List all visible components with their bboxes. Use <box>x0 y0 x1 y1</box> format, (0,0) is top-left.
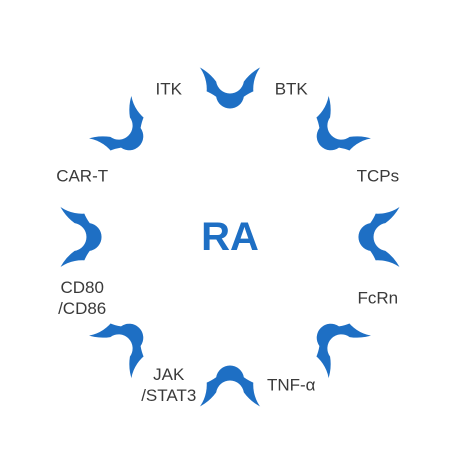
center-disc <box>102 109 358 365</box>
node-label: BTK <box>275 80 309 99</box>
node-1: BTK <box>253 51 330 128</box>
node-circle <box>339 137 416 214</box>
node-label: TNF-α <box>267 375 316 394</box>
center-label: RA <box>201 215 259 259</box>
node-2: TCPs <box>339 137 416 214</box>
node-label: CD80 <box>60 278 103 297</box>
node-circle <box>253 51 330 128</box>
node-circle <box>130 346 207 423</box>
node-3: FcRn <box>339 260 416 337</box>
node-label: JAK <box>153 365 185 384</box>
node-circle <box>44 260 121 337</box>
node-4: TNF-α <box>253 346 330 423</box>
node-circle <box>130 51 207 128</box>
node-label: /CD86 <box>58 299 106 318</box>
node-circle <box>253 346 330 423</box>
node-0: ITK <box>130 51 207 128</box>
node-label: /STAT3 <box>141 386 196 405</box>
node-6: CD80/CD86 <box>44 260 121 337</box>
node-5: JAK/STAT3 <box>130 346 207 423</box>
node-circle <box>339 260 416 337</box>
node-7: CAR-T <box>44 137 121 214</box>
node-label: ITK <box>156 80 183 99</box>
node-label: TCPs <box>357 166 400 185</box>
node-circle <box>44 137 121 214</box>
node-label: FcRn <box>358 289 399 308</box>
node-label: CAR-T <box>56 166 108 185</box>
